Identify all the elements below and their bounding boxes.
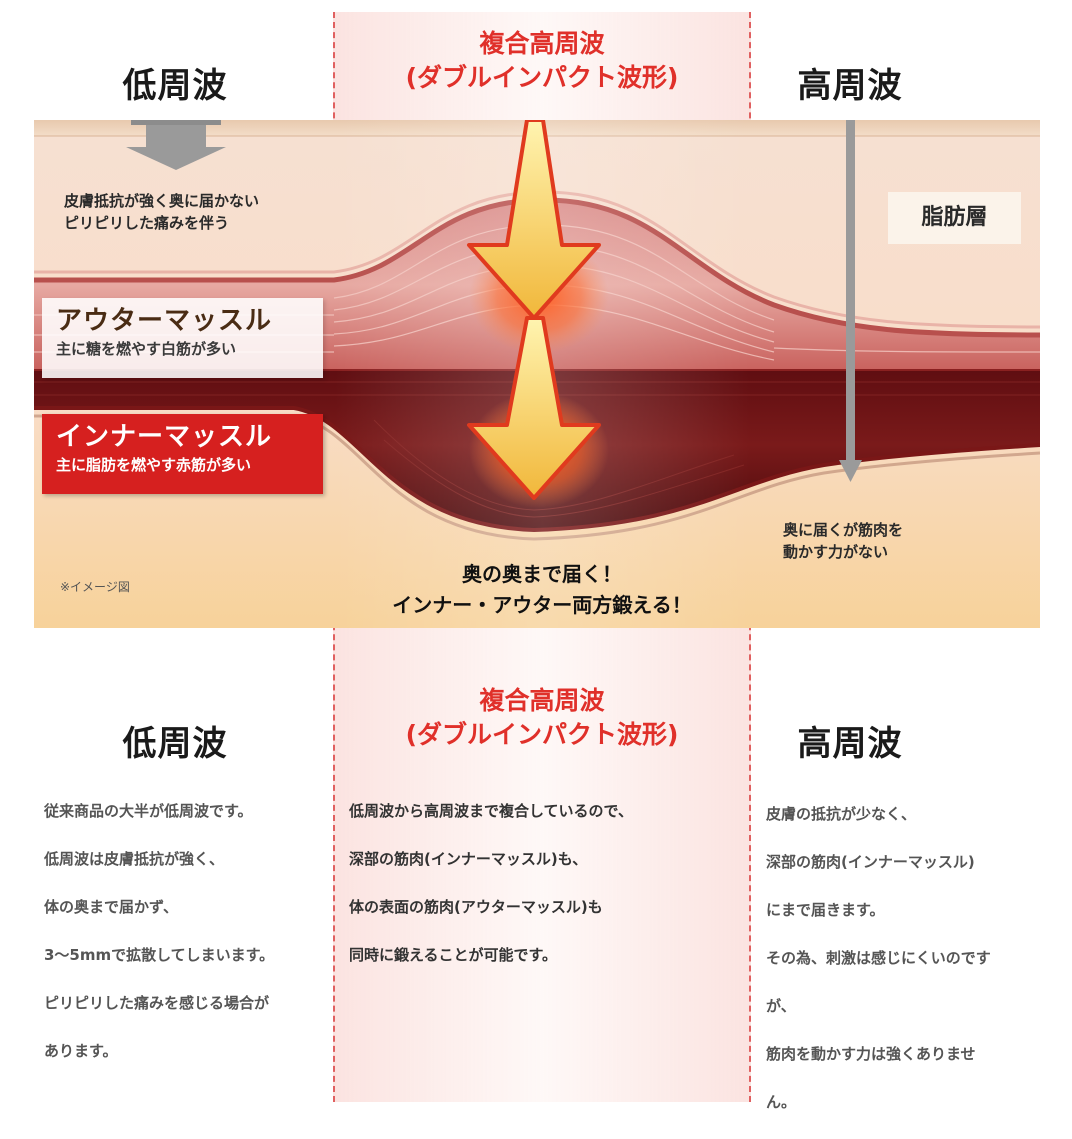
high-frequency-description: 皮膚の抵抗が少なく、 深部の筋肉(インナーマッスル) にまで届きます。 その為、… (766, 803, 1056, 1139)
high-desc-line: にまで届きます。 (766, 901, 885, 919)
high-desc-line: 筋肉を動かす力は強くありませ (766, 1045, 976, 1063)
image-note: ※イメージ図 (60, 580, 130, 594)
composite-note-line2: インナー・アウター両方鍛える！ (392, 593, 692, 617)
outer-muscle-title: アウターマッスル (56, 306, 273, 336)
low-desc-line: ピリピリした痛みを感じる場合が (44, 994, 270, 1012)
composite-header-line2: (ダブルインパクト波形) (405, 63, 679, 92)
composite-note-line1: 奥の奥まで届く！ (462, 562, 622, 586)
high-desc-line: 皮膚の抵抗が少なく、 (766, 805, 917, 823)
high-desc-line: 深部の筋肉(インナーマッスル) (766, 853, 975, 871)
inner-muscle-title: インナーマッスル (56, 422, 273, 452)
high-note-line1: 奥に届くが筋肉を (783, 521, 904, 539)
low-frequency-title: 低周波 (122, 724, 228, 764)
low-desc-line: 3〜5mmで拡散してしまいます。 (44, 946, 275, 964)
low-frequency-arrow-icon (126, 120, 226, 170)
low-desc-line: 従来商品の大半が低周波です。 (44, 802, 253, 820)
high-desc-line: その為、刺激は感じにくいのです (766, 949, 991, 967)
composite-frequency-description: 低周波から高周波まで複合しているので、 深部の筋肉(インナーマッスル)も、 体の… (349, 800, 744, 992)
composite-note: 奥の奥まで届く！ インナー・アウター両方鍛える！ (335, 559, 749, 621)
high-frequency-arrow-icon (839, 120, 862, 482)
high-frequency-note: 奥に届くが筋肉を 動かす力がない (783, 519, 1013, 563)
high-desc-line: ん。 (766, 1093, 797, 1111)
inner-muscle-subtitle: 主に脂肪を燃やす赤筋が多い (56, 456, 252, 474)
cross-section-svg (34, 120, 1040, 628)
low-frequency-description: 従来商品の大半が低周波です。 低周波は皮膚抵抗が強く、 体の奥まで届かず、 3〜… (44, 800, 329, 1088)
outer-muscle-callout: アウターマッスル 主に糖を燃やす白筋が多い (42, 298, 323, 378)
high-note-line2: 動かす力がない (783, 543, 889, 561)
composite-title-line2: (ダブルインパクト波形) (405, 720, 679, 749)
low-desc-line: 低周波は皮膚抵抗が強く、 (44, 850, 225, 868)
high-frequency-header: 高周波 (797, 66, 903, 106)
inner-muscle-callout: インナーマッスル 主に脂肪を燃やす赤筋が多い (42, 414, 323, 494)
composite-desc-line: 体の表面の筋肉(アウターマッスル)も (349, 898, 603, 916)
fat-layer-label: 脂肪層 (888, 192, 1021, 244)
low-desc-line: 体の奥まで届かず、 (44, 898, 178, 916)
composite-desc-line: 深部の筋肉(インナーマッスル)も、 (349, 850, 588, 868)
composite-frequency-title: 複合高周波 (ダブルインパクト波形) (335, 684, 749, 752)
muscle-cross-section-illustration (34, 120, 1040, 628)
low-frequency-note: 皮膚抵抗が強く奥に届かない ピリピリした痛みを伴う (64, 190, 324, 234)
composite-desc-line: 低周波から高周波まで複合しているので、 (349, 802, 633, 820)
low-note-line2: ピリピリした痛みを伴う (64, 214, 230, 232)
high-desc-line: が、 (766, 997, 796, 1015)
low-desc-line: あります。 (44, 1042, 118, 1060)
high-frequency-title: 高周波 (797, 724, 903, 764)
composite-header-line1: 複合高周波 (479, 29, 605, 58)
composite-frequency-header: 複合高周波 (ダブルインパクト波形) (335, 27, 749, 95)
composite-arrows-icon (467, 120, 601, 500)
low-note-line1: 皮膚抵抗が強く奥に届かない (64, 192, 260, 210)
composite-title-line1: 複合高周波 (479, 686, 605, 715)
low-frequency-header: 低周波 (122, 66, 228, 106)
composite-desc-line: 同時に鍛えることが可能です。 (349, 946, 558, 964)
outer-muscle-subtitle: 主に糖を燃やす白筋が多い (56, 340, 237, 358)
